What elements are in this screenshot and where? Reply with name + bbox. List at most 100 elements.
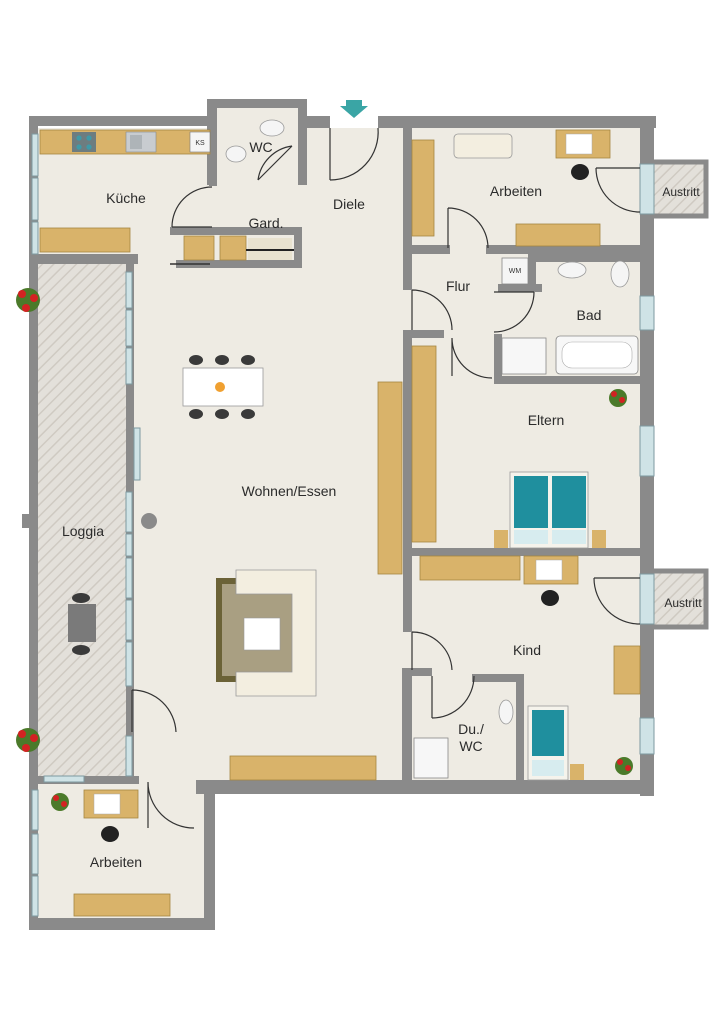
wall-garderobe-right (294, 227, 302, 268)
wall-top-right (378, 116, 656, 128)
arbeiten-top-furniture (411, 129, 611, 247)
window (125, 599, 133, 641)
chair-icon (215, 355, 229, 365)
coffee-table-icon (243, 617, 281, 651)
washer-icon (501, 257, 529, 285)
label-arbeiten-bottom: Arbeiten (90, 854, 142, 870)
window (639, 295, 655, 331)
wall-bad-left (494, 334, 502, 380)
door-kitchen (171, 186, 213, 228)
toilet-icon (610, 260, 630, 288)
door-duwc (431, 675, 475, 719)
label-kind: Kind (513, 642, 541, 658)
loggia-floor (32, 262, 130, 780)
window (31, 833, 39, 875)
doors (131, 127, 641, 829)
chair-icon (241, 409, 255, 419)
windows (31, 133, 655, 917)
wall-garderobe-top (170, 227, 298, 235)
eltern-furniture (411, 345, 606, 549)
austritt-mid-floor (650, 573, 704, 627)
wall-duwc-left (402, 668, 412, 786)
office-chair-icon (101, 826, 119, 842)
sideboard (377, 381, 403, 575)
loggia-furniture (68, 593, 96, 655)
window (43, 775, 85, 783)
window (125, 491, 133, 533)
window (125, 347, 133, 385)
entry-arrow-icon (340, 100, 368, 118)
wall-flur-bottom (410, 330, 444, 338)
wall-duwc-top (410, 668, 432, 676)
wall-garderobe-bottom (176, 260, 300, 268)
label-duwc-2: WC (459, 738, 482, 754)
label-wohnen: Wohnen/Essen (242, 483, 337, 499)
label-loggia: Loggia (62, 523, 104, 539)
label-kueche: Küche (106, 190, 146, 206)
chair-icon (189, 355, 203, 365)
kitchen-cabinet (39, 227, 131, 253)
fridge-label: KS (195, 140, 205, 147)
washbasin-icon (259, 119, 285, 137)
outdoor-table-icon (68, 604, 96, 642)
wall-flur-top-left (410, 245, 450, 254)
garderobe-furniture (170, 235, 294, 265)
label-austritt-mid: Austritt (664, 596, 702, 610)
door-loggia (131, 689, 177, 733)
door-entry (329, 127, 379, 181)
label-austritt-top: Austritt (662, 185, 700, 199)
room-labels: Küche WC Gard. Diele Arbeiten Austritt F… (62, 139, 702, 870)
washbasin-icon (498, 699, 514, 725)
window (133, 427, 141, 481)
door-bad (493, 291, 535, 333)
plant-icon (16, 728, 40, 752)
wall-bottom-arbeiten (29, 918, 215, 930)
window (639, 717, 655, 755)
label-diele: Diele (333, 196, 365, 212)
shower-icon (413, 737, 449, 779)
wall-eltern-kind (410, 548, 642, 556)
wall-kitchen-bottom (38, 254, 138, 264)
wall-bottom-main (196, 780, 654, 794)
wc-floor (215, 106, 300, 176)
plant-icon (16, 288, 40, 312)
wall-arbeiten-right (204, 780, 215, 930)
window (31, 177, 39, 221)
door-arbeiten-top (447, 207, 489, 249)
wall-bad-bottom (494, 376, 642, 384)
wall-bad-left-top (528, 254, 536, 290)
wall-wc-right (298, 99, 307, 185)
door-arbeiten-bottom (147, 781, 195, 829)
cooktop-icon (72, 132, 96, 152)
label-eltern: Eltern (528, 412, 565, 428)
sofa-icon (235, 569, 317, 697)
toilet-icon (225, 145, 247, 163)
plants (16, 288, 633, 811)
label-flur: Flur (446, 278, 470, 294)
door-flur-left (411, 289, 453, 331)
wohnen-furniture (182, 355, 403, 781)
label-wc: WC (249, 139, 272, 155)
plant-icon (51, 793, 69, 811)
window (125, 309, 133, 347)
wc-fixtures (225, 119, 285, 163)
window (639, 425, 655, 477)
kind-furniture (419, 555, 641, 781)
door-kind (411, 631, 453, 671)
office-chair-icon (571, 164, 589, 180)
dining-table-icon (182, 367, 264, 407)
window (125, 271, 133, 309)
window (31, 789, 39, 831)
window (639, 163, 655, 215)
wall-top-mid (298, 116, 330, 128)
wall-bad-washer (498, 284, 542, 292)
round-column (141, 513, 157, 529)
wall-arbeiten-top-bottom (486, 245, 642, 254)
wall-right-block-left-2 (403, 330, 412, 632)
window (125, 641, 133, 687)
wall-bad-top (530, 254, 642, 262)
wall-wc-top (207, 99, 307, 108)
door-austritt-mid (593, 577, 641, 625)
shower-icon (501, 337, 547, 375)
label-duwc-1: Du./ (458, 721, 484, 737)
